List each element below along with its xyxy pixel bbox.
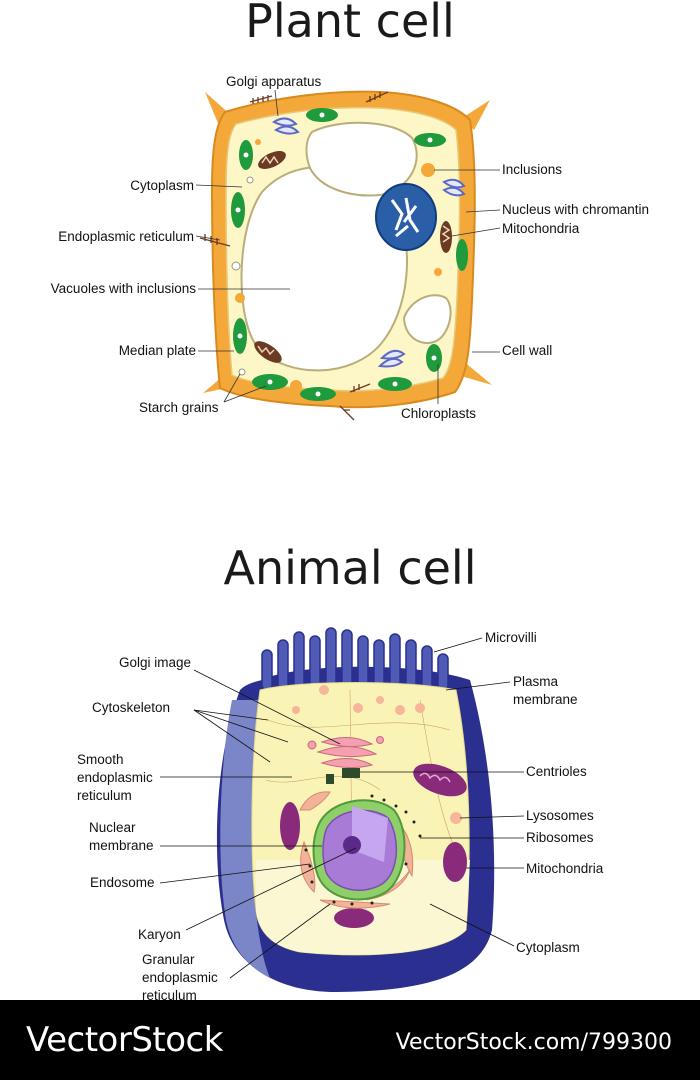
brand-logo: VectorStock bbox=[26, 1020, 223, 1060]
label-microvilli: Microvilli bbox=[485, 630, 537, 645]
plant-cell-illustration bbox=[199, 90, 492, 421]
animal-nucleus-cut bbox=[352, 806, 388, 862]
label-starch-grains: Starch grains bbox=[139, 400, 219, 415]
animal-cell-illustration bbox=[216, 627, 495, 992]
label-plasma-membrane: Plasma membrane bbox=[513, 674, 578, 707]
label-golgi-apparatus: Golgi apparatus bbox=[226, 74, 322, 89]
label-mitochondria: Mitochondria bbox=[502, 221, 580, 236]
label-cytoplasm: Cytoplasm bbox=[130, 178, 194, 193]
label-endoplasmic-reticulum: Endoplasmic reticulum bbox=[58, 229, 194, 244]
watermark-footer: VectorStock VectorStock.com/799300 bbox=[0, 1000, 700, 1080]
plant-chloroplast-granum bbox=[235, 112, 437, 397]
label-centrioles: Centrioles bbox=[526, 764, 587, 779]
animal-cell-title: Animal cell bbox=[223, 541, 477, 595]
animal-leader-lines bbox=[159, 637, 525, 979]
animal-mitochondria bbox=[280, 763, 467, 928]
label-mitochondria-animal: Mitochondria bbox=[526, 861, 604, 876]
label-karyon: Karyon bbox=[138, 927, 181, 942]
plant-mitochondria bbox=[254, 151, 452, 363]
label-cytoskeleton: Cytoskeleton bbox=[92, 700, 171, 715]
label-vacuoles-with-inclusions: Vacuoles with inclusions bbox=[50, 281, 196, 296]
label-nuclear-membrane: Nuclear membrane bbox=[89, 820, 154, 853]
label-nucleus-with-chromatin: Nucleus with chromantin bbox=[502, 202, 650, 217]
animal-golgi bbox=[307, 736, 384, 769]
label-granular-er: Granular endoplasmic reticulum bbox=[142, 952, 218, 1003]
animal-centrioles bbox=[342, 768, 360, 778]
plant-golgi bbox=[272, 117, 466, 368]
plant-inclusions bbox=[235, 139, 442, 392]
animal-vesicles bbox=[292, 685, 462, 824]
label-cell-wall: Cell wall bbox=[502, 343, 553, 358]
plant-endoplasmic-reticulum bbox=[199, 91, 389, 421]
label-golgi-image: Golgi image bbox=[119, 655, 192, 670]
label-median-plate: Median plate bbox=[118, 343, 196, 358]
animal-centrioles bbox=[326, 774, 334, 784]
label-smooth-er: Smooth endoplasmic reticulum bbox=[77, 752, 153, 803]
cell-diagrams bbox=[159, 89, 525, 992]
plant-leader-lines bbox=[195, 89, 501, 404]
label-chloroplasts: Chloroplasts bbox=[401, 406, 477, 421]
label-ribosomes: Ribosomes bbox=[526, 830, 594, 845]
label-lysosomes: Lysosomes bbox=[526, 808, 594, 823]
animal-nucleolus bbox=[343, 836, 361, 854]
plant-starch-grains bbox=[231, 176, 254, 376]
animal-microvilli bbox=[261, 627, 449, 691]
animal-membrane-shade bbox=[220, 700, 270, 978]
plant-cell-title: Plant cell bbox=[245, 0, 455, 48]
plant-chromatin bbox=[390, 197, 420, 238]
site-url: VectorStock.com/799300 bbox=[395, 1030, 672, 1055]
plant-small-vacuole bbox=[402, 294, 452, 345]
label-inclusions: Inclusions bbox=[502, 162, 563, 177]
label-cytoplasm-animal: Cytoplasm bbox=[516, 940, 580, 955]
label-endosome: Endosome bbox=[90, 875, 155, 890]
